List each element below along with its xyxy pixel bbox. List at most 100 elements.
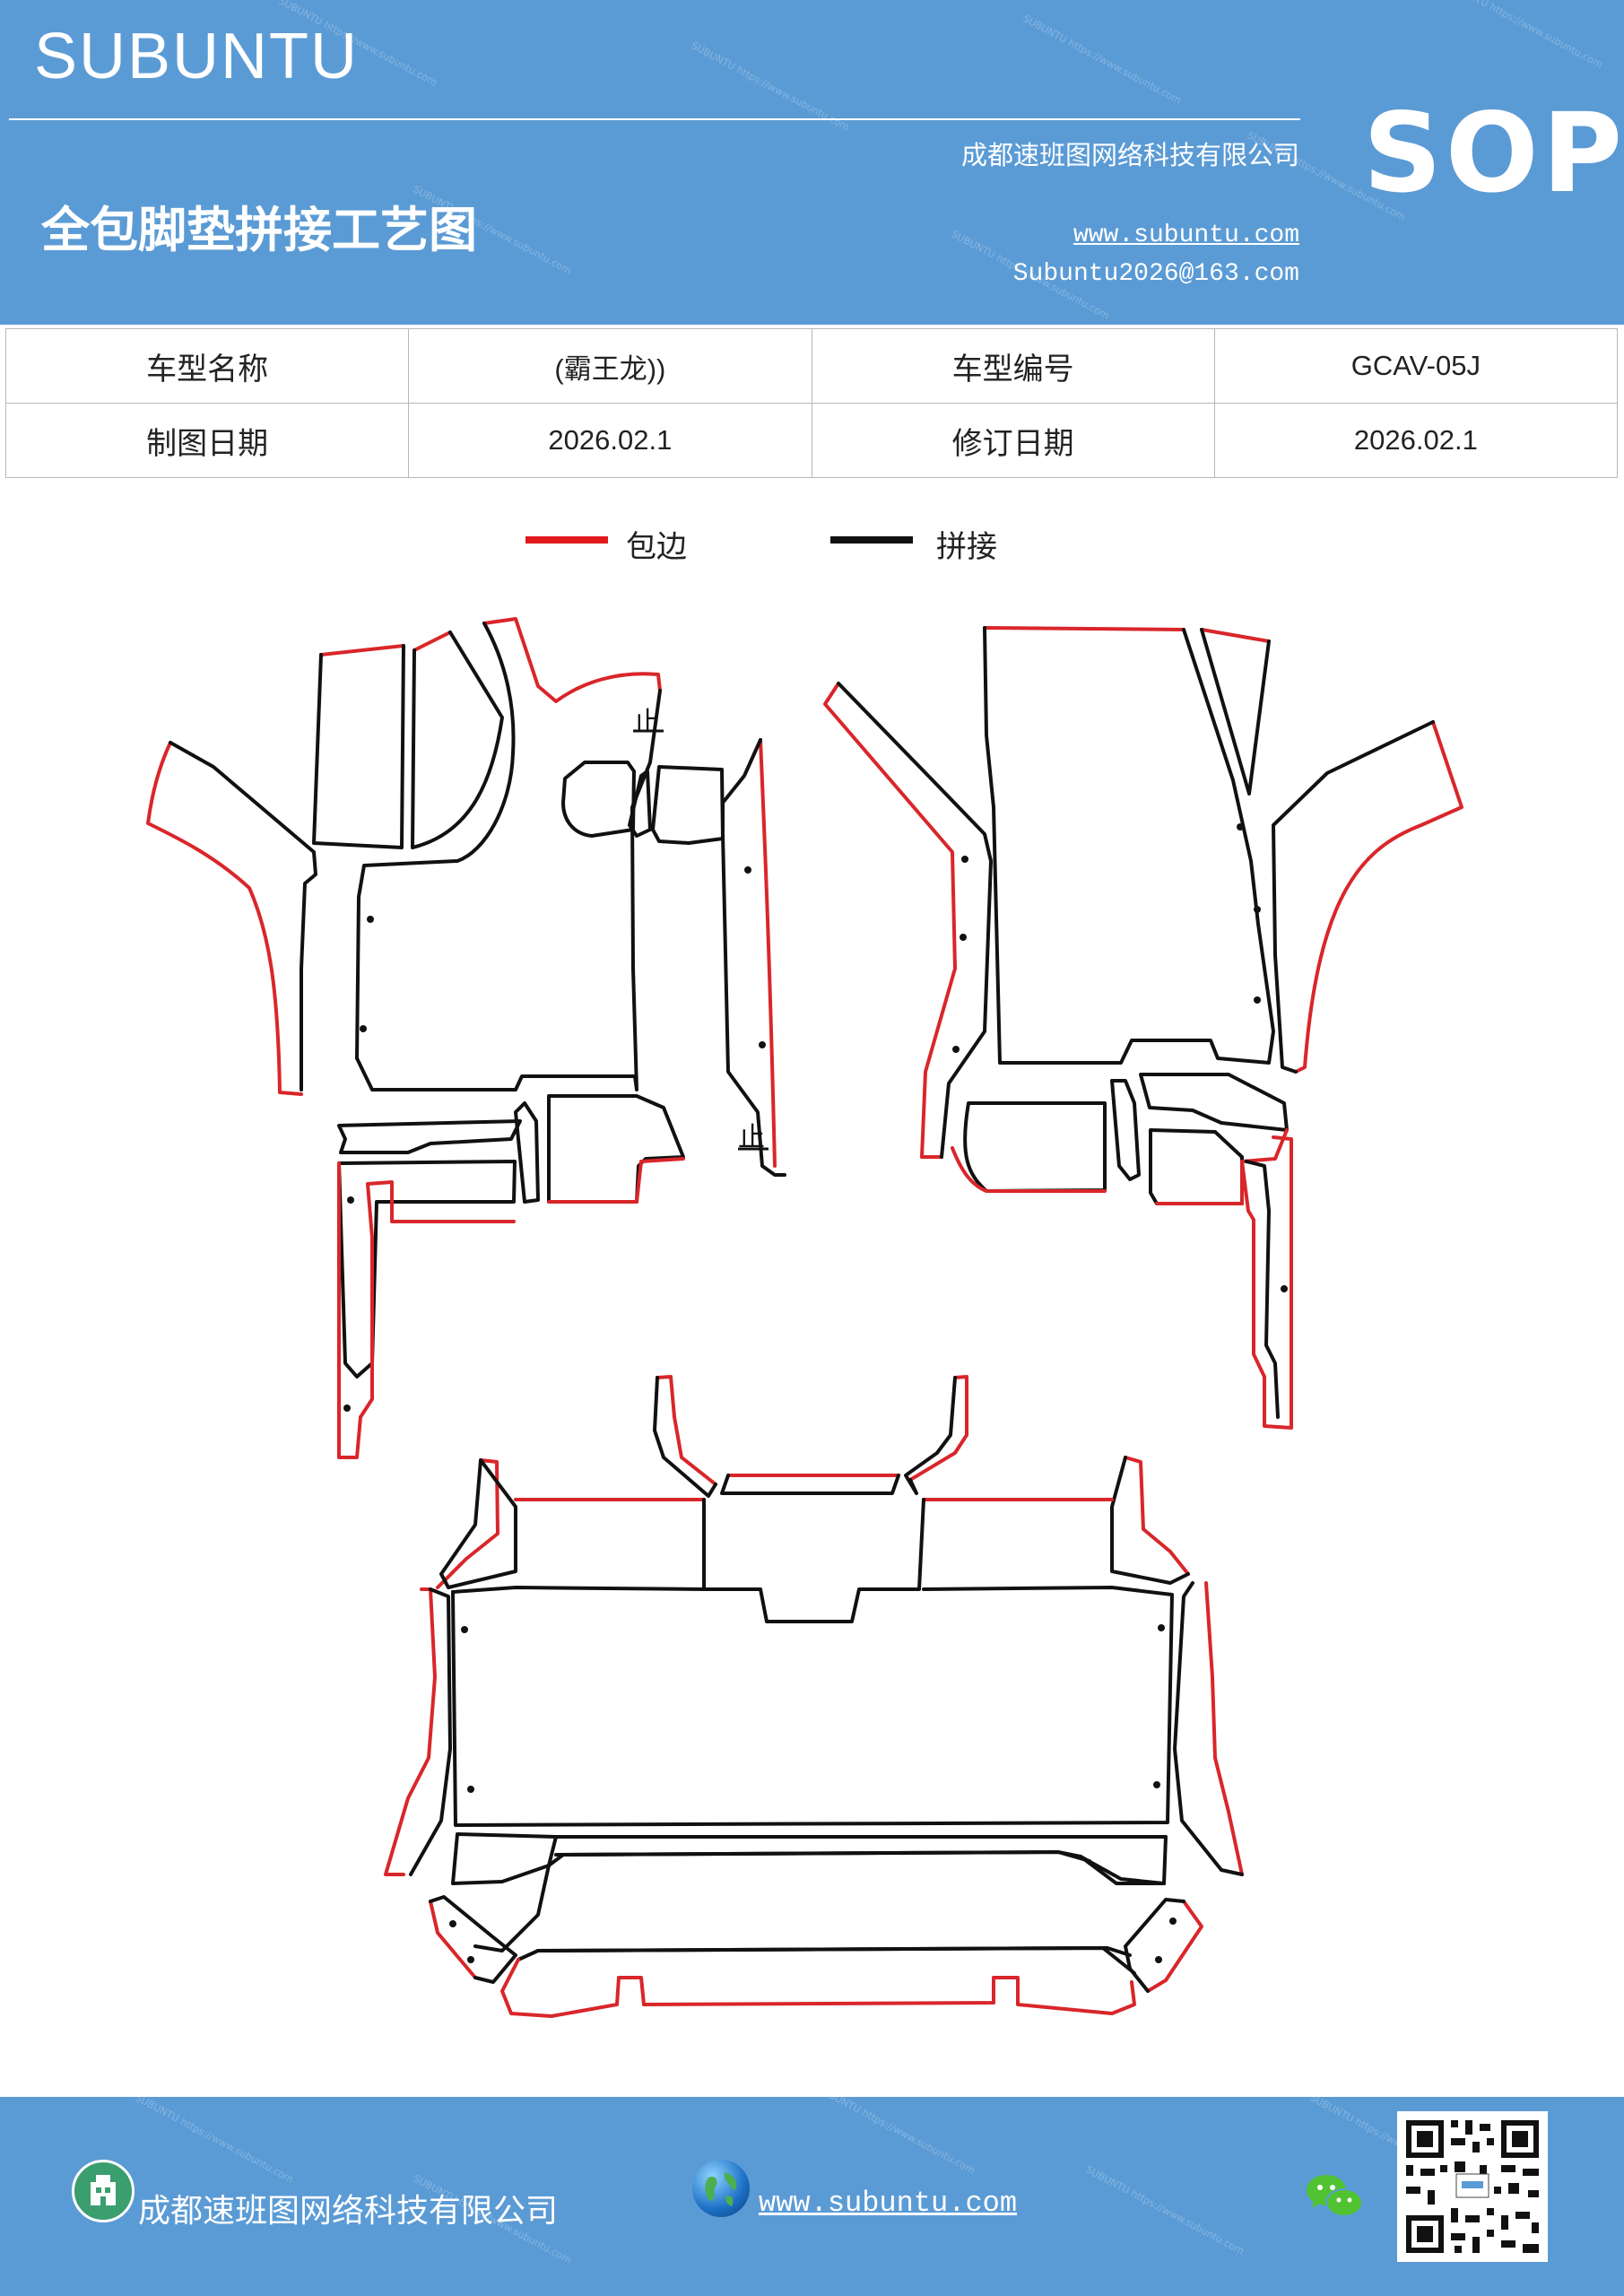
- brand-name: SUBUNTU: [34, 21, 360, 92]
- table-row: 车型名称 (霸王龙)) 车型编号 GCAV-05J: [4, 328, 1619, 404]
- snap-button-dot: [461, 1626, 468, 1633]
- mat-piece: [702, 1498, 925, 1623]
- mat-piece: [1146, 1900, 1203, 1993]
- snap-button-dot: [467, 1786, 474, 1793]
- mat-piece: [963, 1101, 1107, 1193]
- mat-piece: [1240, 1135, 1293, 1430]
- snap-button-dot: [1169, 1918, 1177, 1925]
- mat-piece: [1110, 1079, 1141, 1181]
- table-label: 修订日期: [811, 403, 1215, 478]
- floor-mat-diagram: 止 止: [146, 617, 1463, 2018]
- mat-piece: [547, 1850, 1091, 1867]
- table-label: 车型名称: [4, 328, 410, 404]
- snap-button-dot: [1254, 906, 1261, 913]
- mat-piece: [411, 631, 504, 849]
- table-value: (霸王龙)): [408, 328, 812, 404]
- snap-button-dot: [744, 866, 751, 874]
- header-banner: SUBUNTU https://www.subuntu.com SUBUNTU …: [0, 0, 1624, 325]
- table-label: 车型编号: [811, 328, 1215, 404]
- mat-piece: [409, 1587, 452, 1876]
- mat-piece: [482, 617, 662, 703]
- mat-piece: [908, 1375, 968, 1482]
- mat-piece: [439, 1458, 517, 1589]
- mat-piece: [561, 761, 636, 838]
- legend-edge-swatch: [525, 536, 608, 544]
- rear-mats: [384, 1375, 1244, 2018]
- front-left-mats: [146, 617, 786, 1459]
- snap-button-dot: [467, 1956, 474, 1963]
- mat-piece: [547, 1094, 685, 1204]
- wechat-icon: [1305, 2172, 1364, 2222]
- mat-piece: [473, 1864, 551, 1952]
- front-right-mats: [823, 626, 1463, 1430]
- mat-piece: [451, 1832, 558, 1885]
- mat-piece: [500, 1958, 1136, 2018]
- mat-piece: [628, 770, 652, 838]
- mat-piece: [1139, 1073, 1289, 1132]
- snap-button-dot: [343, 1405, 351, 1412]
- footer-company-name: 成都速班图网络科技有限公司: [138, 2193, 559, 2230]
- legend: 包边 拼接: [0, 522, 1624, 576]
- mat-piece: [451, 1586, 706, 1594]
- mat-piece: [1200, 628, 1271, 796]
- mat-piece: [759, 738, 777, 1168]
- qr-code[interactable]: [1397, 2111, 1548, 2262]
- sop-badge: SOP: [1363, 90, 1624, 217]
- table-label: 制图日期: [4, 403, 410, 478]
- document-title: 全包脚垫拼接工艺图: [41, 201, 477, 258]
- header-divider: [9, 118, 1300, 120]
- snap-button-dot: [1237, 823, 1244, 831]
- mat-piece: [337, 1161, 516, 1459]
- mat-piece: [720, 1474, 900, 1495]
- footer-website-link[interactable]: www.subuntu.com: [759, 2187, 1018, 2220]
- table-value: 2026.02.1: [1213, 403, 1619, 478]
- legend-seam-label: 拼接: [936, 529, 997, 565]
- mat-piece: [146, 741, 303, 1096]
- snap-button-dot: [1155, 1956, 1162, 1963]
- legend-seam-swatch: [830, 536, 913, 544]
- mat-piece: [554, 1835, 1168, 1885]
- mat-piece: [312, 644, 405, 849]
- snap-button-dot: [952, 1046, 960, 1053]
- snap-button-dot: [1158, 1624, 1165, 1631]
- mat-piece: [904, 1376, 957, 1495]
- mat-piece: [1079, 1855, 1166, 1885]
- mat-piece: [651, 765, 725, 845]
- mat-piece: [1155, 1128, 1289, 1205]
- mat-piece: [517, 1946, 1136, 1975]
- snap-button-dot: [759, 1041, 766, 1048]
- mat-piece: [951, 1146, 1107, 1193]
- website-link[interactable]: www.subuntu.com: [1073, 222, 1299, 249]
- mat-piece: [1173, 1581, 1244, 1876]
- snap-button-dot: [960, 934, 967, 941]
- snap-button-dot: [1153, 1781, 1160, 1788]
- mat-piece: [169, 741, 317, 1091]
- mat-piece: [823, 682, 957, 1159]
- mat-piece: [653, 1376, 717, 1498]
- table-value: 2026.02.1: [408, 403, 812, 478]
- mat-piece: [983, 626, 1275, 1065]
- mat-piece: [319, 644, 405, 657]
- snap-button-dot: [347, 1196, 354, 1204]
- snap-button-dot: [1254, 996, 1261, 1004]
- mat-piece: [1245, 1160, 1280, 1419]
- mat-piece: [337, 1160, 517, 1378]
- mat-piece: [337, 1119, 522, 1154]
- stop-marker: 止: [633, 707, 660, 738]
- mat-piece: [384, 1587, 437, 1876]
- legend-edge-label: 包边: [626, 529, 687, 565]
- mat-piece: [1110, 1456, 1190, 1585]
- table-value: GCAV-05J: [1213, 328, 1619, 404]
- mat-piece: [514, 1101, 540, 1204]
- snap-button-dot: [367, 916, 374, 923]
- snap-button-dot: [1281, 1285, 1288, 1292]
- footer-banner: SUBUNTU https://www.subuntu.com SUBUNTU …: [0, 2097, 1624, 2296]
- mat-piece: [1124, 1898, 1185, 1993]
- building-icon: [72, 2160, 135, 2222]
- mat-piece: [429, 1900, 477, 1979]
- mat-piece: [355, 622, 662, 1091]
- vehicle-info-table: 车型名称 (霸王龙)) 车型编号 GCAV-05J 制图日期 2026.02.1…: [4, 328, 1619, 478]
- globe-icon: [692, 2160, 750, 2217]
- mat-piece: [1204, 1581, 1244, 1876]
- mat-piece: [429, 1895, 517, 1984]
